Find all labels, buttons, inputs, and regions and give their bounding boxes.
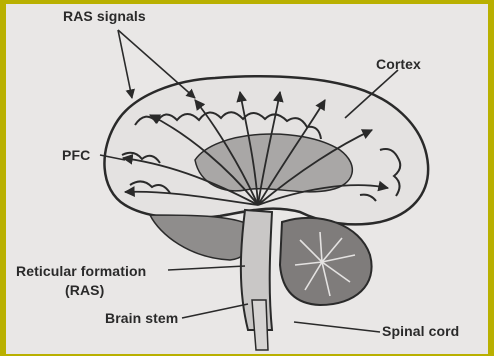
reticular-formation-label: Reticular formation <box>16 263 146 279</box>
spinal-cord-label: Spinal cord <box>382 323 459 339</box>
brain-stem-label: Brain stem <box>105 310 178 326</box>
cortex-label: Cortex <box>376 56 421 72</box>
pfc-label: PFC <box>62 147 90 163</box>
ras-signals-label: RAS signals <box>63 8 146 24</box>
temporal-lobe <box>150 215 252 260</box>
spinal-cord-shape <box>252 300 268 350</box>
ras-label: (RAS) <box>65 282 104 298</box>
